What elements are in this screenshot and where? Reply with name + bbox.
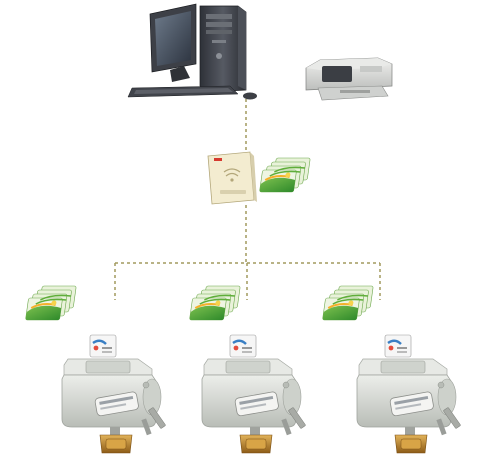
connector-lines bbox=[114, 99, 381, 300]
desktop-computer-icon bbox=[127, 3, 257, 100]
printer-icon bbox=[305, 57, 393, 101]
card-stack-left-icon bbox=[24, 285, 78, 321]
water-meter-right-icon bbox=[355, 333, 462, 455]
card-reader-icon bbox=[207, 151, 257, 205]
water-meter-middle-icon bbox=[200, 333, 307, 455]
card-stack-top-icon bbox=[258, 157, 312, 193]
card-stack-right-icon bbox=[321, 285, 375, 321]
card-stack-middle-icon bbox=[188, 285, 242, 321]
water-meter-left-icon bbox=[60, 333, 167, 455]
